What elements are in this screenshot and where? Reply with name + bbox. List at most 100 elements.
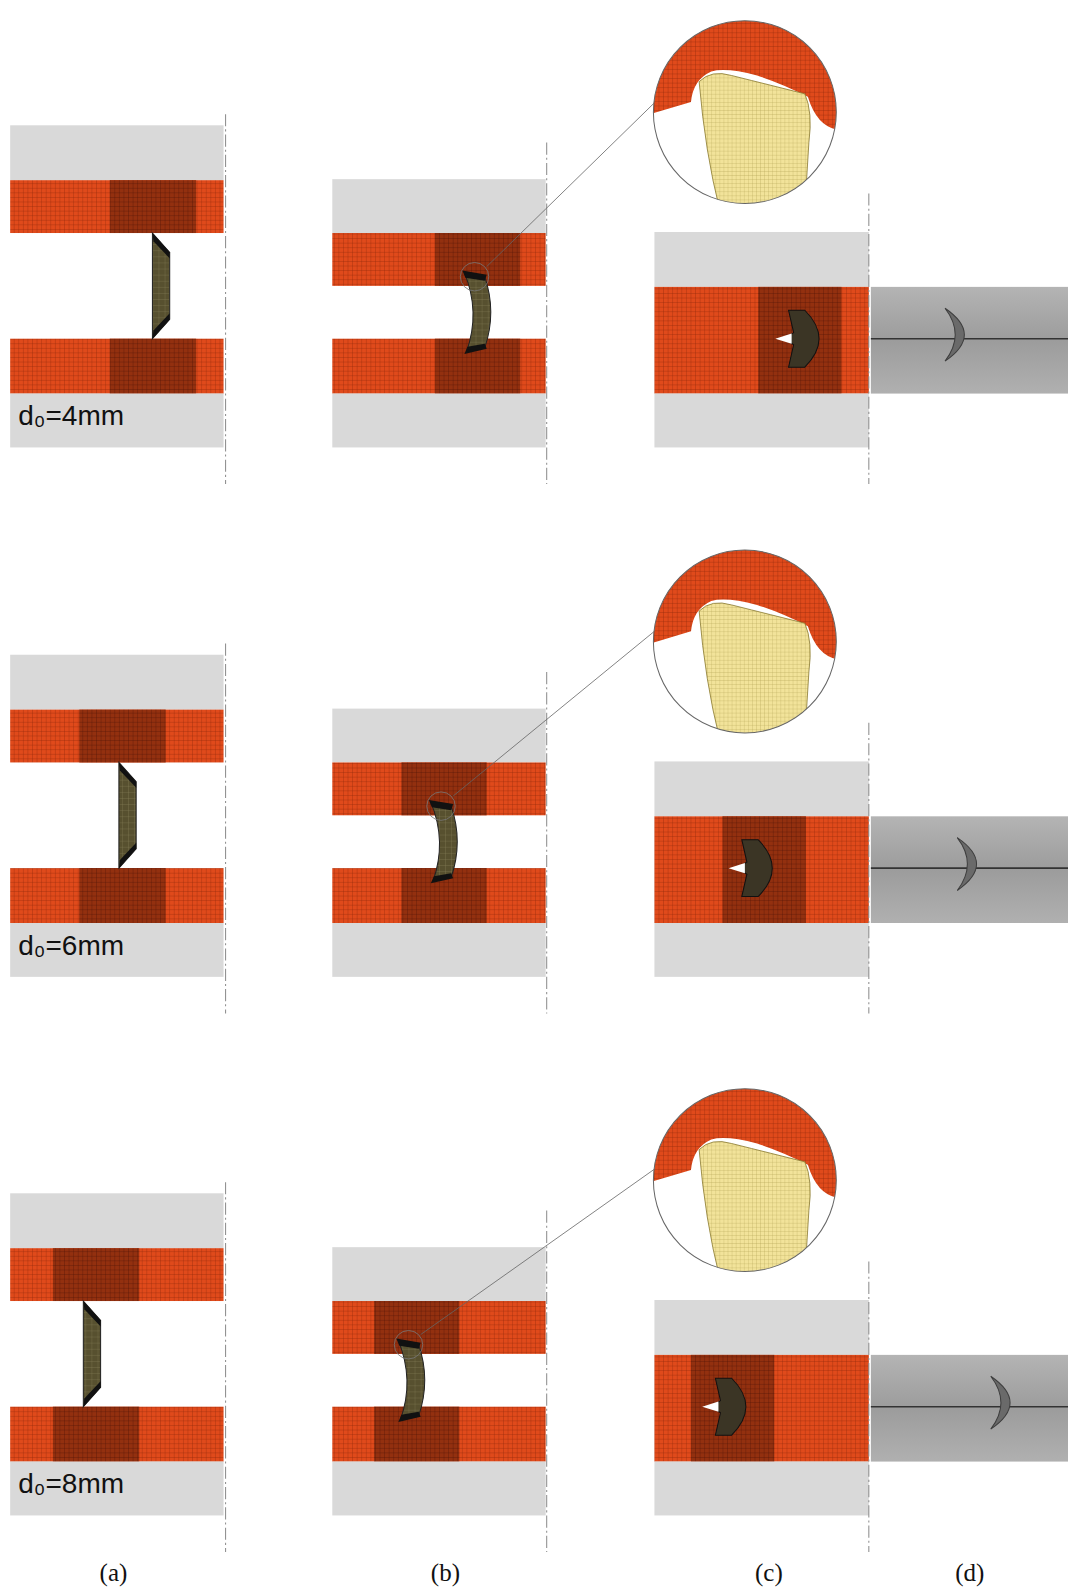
tool-die [654, 394, 868, 448]
rivet [119, 762, 136, 868]
refined-mesh [53, 1248, 139, 1301]
micrograph [871, 1355, 1068, 1462]
tool-die [654, 923, 868, 977]
sheet-mesh [10, 710, 223, 763]
gap-notch [729, 863, 745, 873]
sheet-mesh [654, 1355, 868, 1462]
symmetry-axis [225, 114, 226, 484]
zoom-rivet [699, 1141, 810, 1276]
refined-mesh [79, 710, 165, 763]
refined-mesh [374, 1407, 459, 1462]
rivet-chamfer [83, 1301, 100, 1326]
zoom-view [650, 19, 843, 209]
refined-mesh [374, 1301, 459, 1354]
symmetry-axis [225, 644, 226, 1014]
refined-mesh [723, 816, 806, 923]
micrograph [871, 816, 1068, 923]
gap-notch [702, 1402, 718, 1412]
zoom-view [650, 1087, 843, 1277]
diameter-label: d₀=6mm [18, 932, 124, 960]
refined-mesh [435, 339, 520, 394]
symmetry-axis [868, 723, 869, 1014]
zoom-leader [487, 97, 661, 267]
refined-mesh [758, 287, 841, 394]
simulation-row [10, 548, 1068, 1013]
refined-mesh [110, 180, 196, 233]
sheet-interface [871, 1406, 1068, 1408]
symmetry-axis [868, 193, 869, 484]
tool-die [10, 655, 223, 710]
sheet-mesh [654, 287, 868, 394]
symmetry-axis [546, 1211, 547, 1552]
sheet-mesh [654, 816, 868, 923]
symmetry-axis [546, 672, 547, 1013]
diameter-label: d₀=8mm [18, 1470, 124, 1498]
zoom-rivet [699, 603, 810, 738]
symmetry-axis [868, 1261, 869, 1552]
sheet-interface [871, 338, 1068, 340]
sheet-mesh [332, 233, 545, 286]
rivet-tip [396, 1339, 420, 1349]
panel-label: (d) [955, 1560, 984, 1585]
rivet-chamfer [152, 313, 169, 338]
rivet-tip [462, 271, 486, 281]
rivet [83, 1301, 100, 1407]
sheet-mesh [332, 1407, 545, 1462]
micrograph [871, 287, 1068, 394]
tool-die [654, 761, 868, 816]
zoom-leader [421, 1165, 661, 1335]
sheet-mesh [332, 868, 545, 923]
simulation-row [10, 19, 1068, 484]
tool-die [10, 125, 223, 180]
sheet-mesh [10, 1248, 223, 1301]
simulation-row [10, 1087, 1068, 1552]
rivet-chamfer [119, 843, 136, 868]
panel-label: (a) [100, 1560, 128, 1585]
tool-die [10, 923, 223, 977]
gap-notch [775, 334, 791, 344]
refined-mesh [401, 868, 486, 923]
sheet-mesh [10, 339, 223, 394]
rivet-tip [431, 873, 453, 883]
tool-die [654, 1462, 868, 1516]
sheet-mesh [332, 339, 545, 394]
sheet-mesh [332, 1301, 545, 1354]
zoom-rivet [699, 73, 810, 208]
sheet-mesh [10, 180, 223, 233]
zoom-view [650, 548, 843, 738]
sheet-mesh [10, 868, 223, 923]
tool-die [10, 1462, 223, 1516]
zoom-marker [427, 792, 455, 820]
refined-mesh [53, 1407, 139, 1462]
refined-mesh [110, 339, 196, 394]
sheet-mesh [10, 1407, 223, 1462]
symmetry-axis [546, 143, 547, 484]
rivet-tip [464, 344, 486, 354]
refined-mesh [401, 762, 486, 815]
refined-mesh [691, 1355, 774, 1462]
symmetry-axis [225, 1182, 226, 1552]
rivet-tip [398, 1412, 420, 1422]
zoom-marker [460, 262, 488, 290]
tool-die [332, 923, 545, 977]
rivet-photo [957, 838, 976, 891]
tool-die [10, 1193, 223, 1248]
tool-die [332, 1462, 545, 1516]
rivet-chamfer [83, 1381, 100, 1406]
panel-label: (c) [755, 1560, 783, 1585]
tool-die [10, 394, 223, 448]
zoom-outline [653, 550, 836, 733]
zoom-leader [453, 626, 660, 796]
tool-die [332, 394, 545, 448]
refined-mesh [79, 868, 165, 923]
tool-die [332, 1247, 545, 1301]
tool-die [654, 232, 868, 287]
tool-die [654, 1300, 868, 1355]
zoom-outline [653, 1089, 836, 1272]
sheet-mesh [332, 762, 545, 815]
refined-mesh [435, 233, 520, 286]
zoom-outline [653, 21, 836, 204]
panel-label: (b) [431, 1560, 460, 1585]
